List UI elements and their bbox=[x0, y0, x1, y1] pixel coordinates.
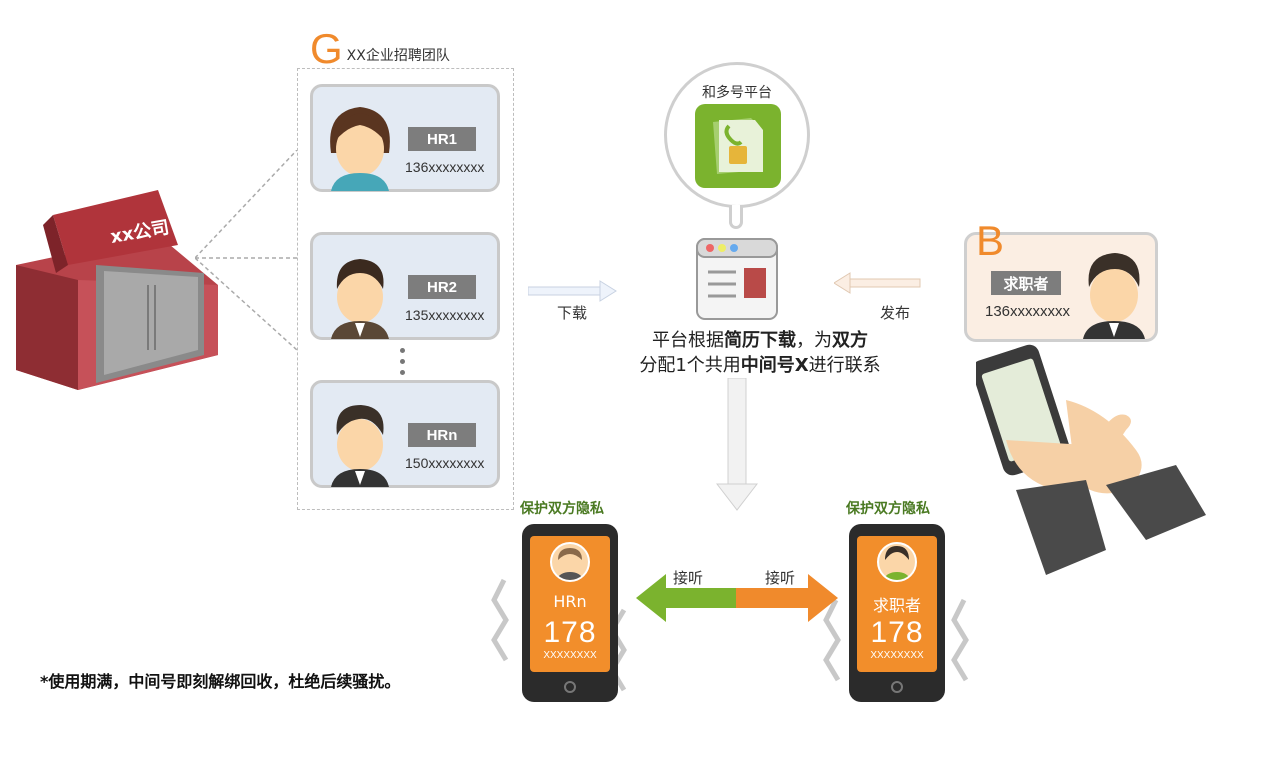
desc-text-3: 分配1个共用 bbox=[639, 355, 741, 376]
vibration-right-icon bbox=[823, 598, 969, 682]
connector-lines bbox=[195, 150, 298, 351]
hr-card-n: HRn 150xxxxxxxx bbox=[310, 380, 500, 488]
hr1-name: HR1 bbox=[408, 127, 476, 151]
download-label: 下载 bbox=[557, 304, 588, 322]
desc-bold-3: 中间号X bbox=[740, 355, 809, 376]
hr1-phone: 136xxxxxxxx bbox=[405, 159, 485, 175]
call-label-right: 接听 bbox=[765, 569, 796, 587]
description-line-1: 平台根据简历下载，为双方 bbox=[560, 328, 960, 353]
hrn-avatar-icon bbox=[331, 405, 389, 487]
phone-hr-number: 178 bbox=[543, 616, 597, 649]
seeker-name: 求职者 bbox=[991, 271, 1061, 295]
phone-hr-screen: HRn 178 XXXXXXXX bbox=[530, 536, 610, 672]
company-building-illustration bbox=[16, 190, 218, 390]
home-button-icon bbox=[564, 681, 576, 693]
hrn-phone: 150xxxxxxxx bbox=[405, 455, 485, 471]
phone-seeker: 求职者 178 XXXXXXXX bbox=[849, 524, 945, 702]
platform-name: 和多号平台 bbox=[702, 85, 772, 101]
phone-seeker-number: 178 bbox=[870, 616, 924, 649]
phone-seeker-mask: XXXXXXXX bbox=[870, 650, 924, 661]
team-header: G XX企业招聘团队 bbox=[310, 28, 450, 70]
download-arrow-icon bbox=[528, 280, 617, 302]
desc-text-2: ，为 bbox=[796, 330, 832, 351]
call-double-arrow-icon bbox=[636, 574, 838, 622]
more-dots bbox=[400, 342, 405, 381]
down-arrow-icon bbox=[716, 378, 758, 511]
hand-phone-illustration bbox=[976, 344, 1206, 575]
phone-seeker-screen: 求职者 178 XXXXXXXX bbox=[857, 536, 937, 672]
desc-bold-2: 双方 bbox=[832, 330, 868, 351]
seeker-avatar-icon bbox=[1083, 253, 1145, 339]
phone-seeker-avatar-icon bbox=[877, 542, 917, 582]
desc-text-1: 平台根据 bbox=[652, 330, 724, 351]
seeker-phone: 136xxxxxxxx bbox=[985, 303, 1071, 320]
phone-seeker-who: 求职者 bbox=[872, 596, 921, 615]
hr2-name: HR2 bbox=[408, 275, 476, 299]
hr-card-2: HR2 135xxxxxxxx bbox=[310, 232, 500, 340]
privacy-label-right: 保护双方隐私 bbox=[846, 501, 930, 517]
hrn-name: HRn bbox=[408, 423, 476, 447]
phone-hr-who: HRn bbox=[553, 592, 587, 611]
hr2-avatar-icon bbox=[331, 259, 389, 339]
phone-hr-avatar-icon bbox=[550, 542, 590, 582]
desc-text-4: 进行联系 bbox=[808, 355, 881, 376]
resume-window-icon bbox=[696, 238, 778, 320]
phone-hr: HRn 178 XXXXXXXX bbox=[522, 524, 618, 702]
hr1-avatar-icon bbox=[330, 107, 390, 191]
sim-card-icon bbox=[695, 104, 781, 188]
seeker-letter: B bbox=[976, 217, 1005, 264]
publish-label: 发布 bbox=[880, 304, 911, 322]
publish-arrow-icon bbox=[834, 272, 921, 294]
desc-bold-1: 简历下载 bbox=[724, 330, 796, 351]
phone-hr-mask: XXXXXXXX bbox=[543, 650, 597, 661]
platform-description: 平台根据简历下载，为双方 分配1个共用中间号X进行联系 bbox=[560, 328, 960, 378]
call-label-left: 接听 bbox=[673, 569, 704, 587]
privacy-label-left: 保护双方隐私 bbox=[520, 501, 604, 517]
team-box bbox=[297, 68, 514, 510]
team-label: XX企业招聘团队 bbox=[346, 48, 450, 64]
platform-bubble-stem bbox=[729, 205, 743, 229]
hr2-phone: 135xxxxxxxx bbox=[405, 307, 485, 323]
description-line-2: 分配1个共用中间号X进行联系 bbox=[560, 353, 960, 378]
seeker-card: 求职者 136xxxxxxxx bbox=[964, 232, 1158, 342]
home-button-icon bbox=[891, 681, 903, 693]
hr-card-1: HR1 136xxxxxxxx bbox=[310, 84, 500, 192]
team-letter: G bbox=[310, 25, 343, 72]
footnote: *使用期满，中间号即刻解绑回收，杜绝后续骚扰。 bbox=[40, 672, 401, 691]
